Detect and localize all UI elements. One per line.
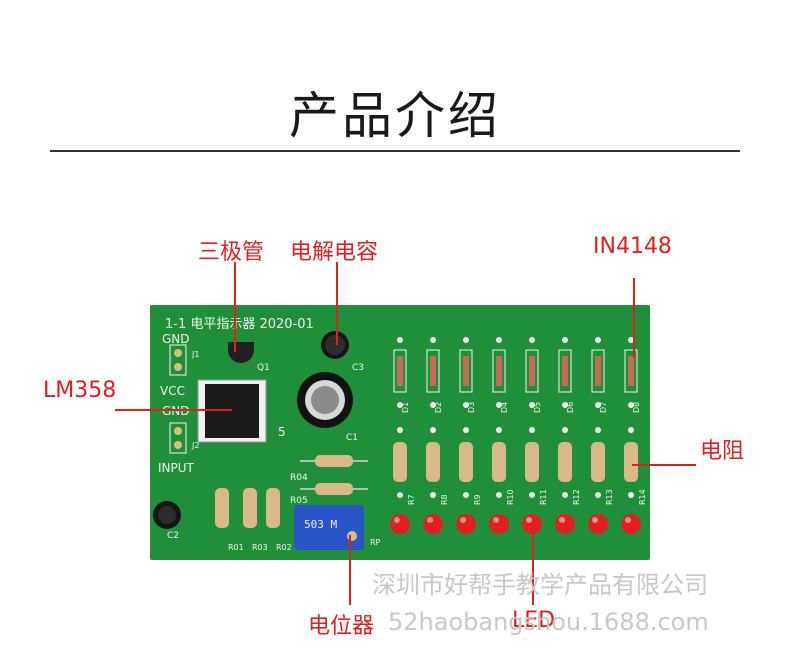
- silk-r04: R04: [290, 473, 308, 483]
- resistor-r14: [624, 442, 638, 482]
- led-row: [390, 514, 641, 534]
- silk-resistor-label: R9: [473, 494, 482, 505]
- diode-outline: [591, 349, 605, 393]
- silk-heading: 1-1 电平指示器 2020-01: [165, 317, 314, 332]
- resistor-r13: [591, 442, 605, 482]
- diode-outline: [558, 349, 572, 393]
- silk-resistor-label: R14: [638, 489, 647, 505]
- diode-outline: [624, 349, 638, 393]
- diode-6: [562, 356, 568, 386]
- silk-r01: R01: [228, 543, 244, 552]
- diode-outline: [525, 349, 539, 393]
- resistor-r9: [459, 442, 473, 482]
- title-divider: [50, 150, 740, 152]
- diode-5: [529, 356, 535, 386]
- header-j1: [169, 344, 187, 376]
- silk-diode-label: D5: [533, 402, 542, 413]
- diode-outline: [492, 349, 506, 393]
- silk-diode-label: D4: [500, 402, 509, 413]
- silk-resistor-label: R8: [440, 494, 449, 505]
- callout-opamp: LM358: [43, 378, 117, 403]
- silk-diode-label: D3: [467, 402, 476, 413]
- silk-q1: Q1: [257, 363, 270, 373]
- callout-electrolytic-cap: 电解电容: [290, 240, 379, 265]
- silk-diode-label: D8: [632, 402, 641, 413]
- callout-lines: [115, 262, 696, 605]
- resistor-r12: [558, 442, 572, 482]
- silk-resistor-label: R12: [572, 489, 581, 505]
- silk-c3: C3: [352, 363, 364, 373]
- resistor-r8: [426, 442, 440, 482]
- diode-2: [430, 356, 436, 386]
- resistor-r10: [492, 442, 506, 482]
- resistor-r04: [315, 455, 353, 467]
- silk-c2: C2: [167, 531, 179, 541]
- silk-resistor-label: R11: [539, 489, 548, 505]
- silk-diode-label: D6: [566, 402, 575, 413]
- silk-input: INPUT: [158, 461, 195, 475]
- led-4: [489, 514, 509, 534]
- callout-diode: IN4148: [593, 234, 672, 259]
- callout-potentiometer: 电位器: [308, 614, 375, 639]
- silk-j2: J2: [191, 441, 199, 450]
- resistor-r02: [266, 488, 280, 528]
- resistor-r03: [243, 488, 257, 528]
- led-2: [423, 514, 443, 534]
- silk-r03: R03: [252, 543, 268, 552]
- resistor-row: R7 R8 R9 R10 R11 R12 R13 R14: [393, 427, 647, 505]
- led-1: [390, 514, 410, 534]
- silk-resistor-label: R7: [407, 494, 416, 505]
- pot-marking: 503 M: [304, 518, 337, 531]
- header-j2: [169, 422, 187, 454]
- led-6: [555, 514, 575, 534]
- diode-3: [463, 356, 469, 386]
- silk-vcc: VCC: [160, 384, 185, 398]
- callout-transistor: 三极管: [198, 240, 265, 265]
- diode-outline: [393, 349, 407, 393]
- callout-led: LED: [512, 608, 556, 633]
- resistor-r05: [315, 483, 353, 495]
- silk-j1: J1: [191, 350, 199, 359]
- page-title: 产品介绍: [289, 87, 501, 145]
- diode-outline: [459, 349, 473, 393]
- silk-r02: R02: [276, 543, 292, 552]
- resistor-r7: [393, 442, 407, 482]
- silk-rp: RP: [370, 538, 381, 547]
- potentiometer-rp: [294, 505, 364, 550]
- diode-outline: [426, 349, 440, 393]
- led-3: [456, 514, 476, 534]
- diode-7: [595, 356, 601, 386]
- watermark-company: 深圳市好帮手教学产品有限公司: [372, 571, 708, 599]
- silk-diode-label: D2: [434, 402, 443, 413]
- diode-8: [628, 356, 634, 386]
- led-8: [621, 514, 641, 534]
- watermark-site: 52haobangshou.1688.com: [388, 608, 709, 636]
- silk-five: 5: [278, 425, 286, 439]
- diode-row: D1 D2 D3 D4 D5 D6 D7 D8: [393, 337, 641, 413]
- silk-gnd-top: GND: [162, 332, 190, 346]
- diode-4: [496, 356, 502, 386]
- silk-r05: R05: [290, 496, 308, 506]
- silk-diode-label: D7: [599, 402, 608, 413]
- diode-1: [397, 356, 403, 386]
- silk-resistor-label: R13: [605, 489, 614, 505]
- resistor-r11: [525, 442, 539, 482]
- callout-resistor: 电阻: [700, 439, 745, 464]
- led-7: [588, 514, 608, 534]
- silk-resistor-label: R10: [506, 489, 515, 505]
- silk-diode-label: D1: [401, 402, 410, 413]
- resistor-r01: [215, 488, 229, 528]
- silk-c1: C1: [346, 433, 358, 443]
